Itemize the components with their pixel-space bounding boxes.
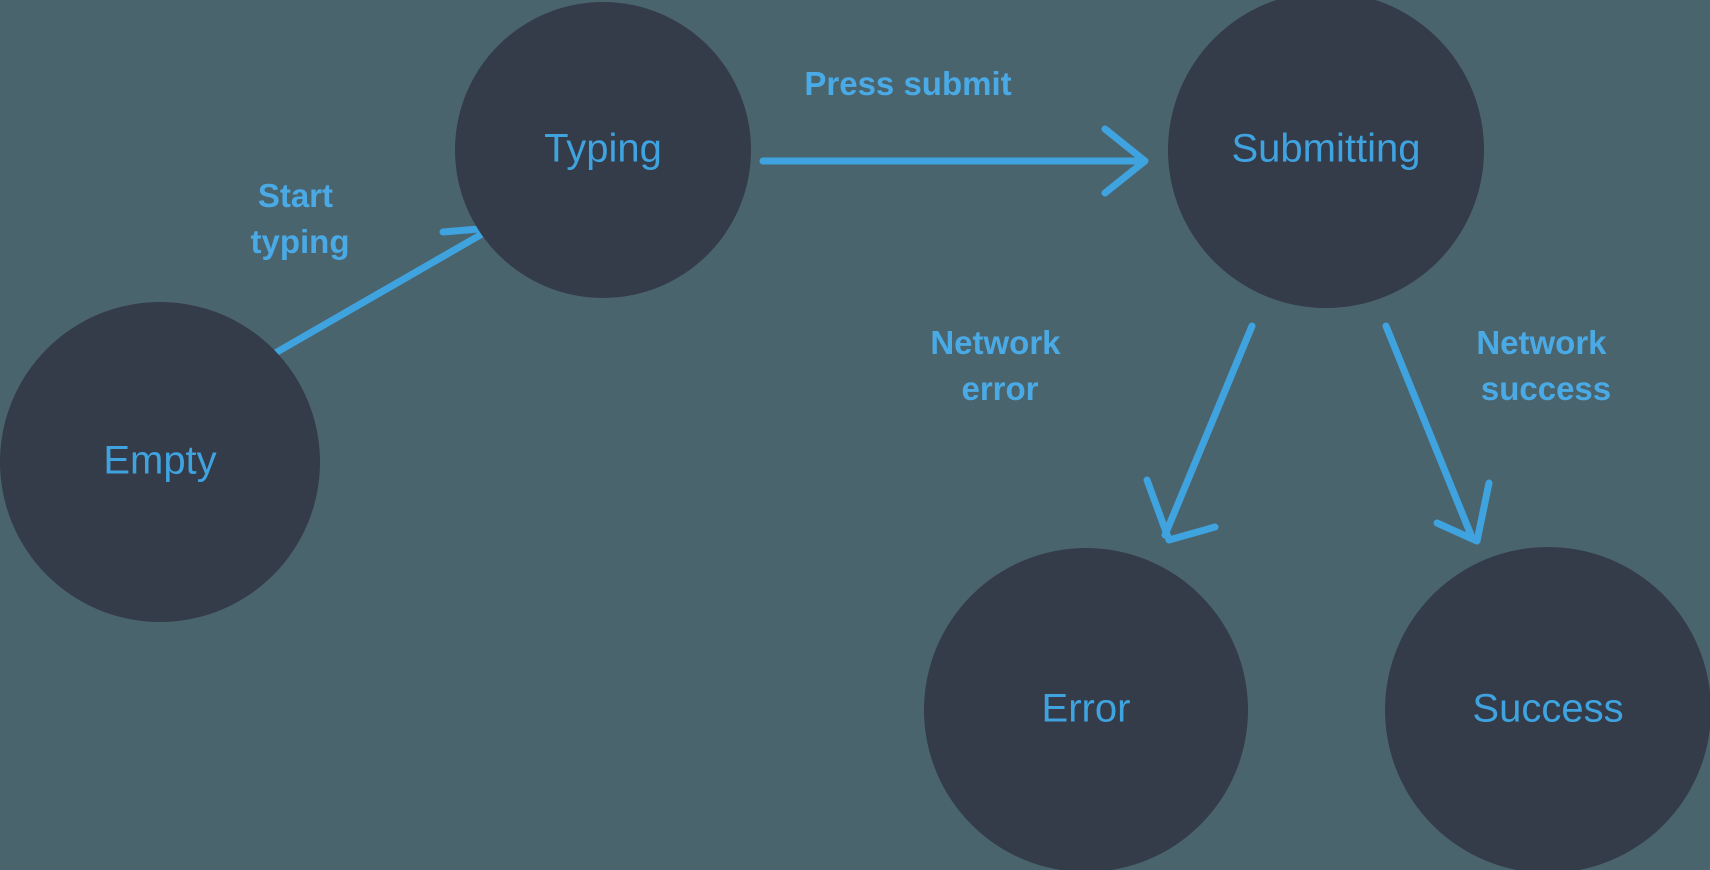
state-node-circle [1385,547,1710,870]
state-node-label: Typing [544,127,662,171]
edge-empty-to-typing[interactable]: Start typing [251,177,495,356]
state-node-circle [924,548,1248,870]
state-node-circle [1168,0,1484,308]
state-node-label: Empty [103,439,216,483]
edge-label-line: Start [258,177,333,214]
edge-label-network-error: Network error [930,324,1069,407]
edge-label-line: success [1481,370,1611,407]
state-node-typing[interactable]: Typing [455,2,751,298]
state-node-label: Error [1042,687,1131,731]
edge-label-press-submit: Press submit [804,65,1011,102]
edge-label-line: Network [930,324,1061,361]
state-node-error[interactable]: Error [924,548,1248,870]
edge-label-line: Press submit [804,65,1011,102]
edge-submitting-to-success[interactable]: Network success [1382,322,1616,545]
state-node-label: Success [1472,687,1623,731]
state-node-success[interactable]: Success [1385,547,1710,870]
arrowhead-icon [1433,479,1493,545]
edge-submitting-to-error[interactable]: Network error [930,322,1256,544]
state-node-circle [455,2,751,298]
edge-line [1161,322,1256,539]
edge-label-start-typing: Start typing [251,177,350,260]
state-node-circle [0,302,320,622]
edge-label-network-success: Network success [1476,324,1615,407]
edge-label-line: typing [251,223,350,260]
edge-line [1382,322,1475,539]
state-node-submitting[interactable]: Submitting [1168,0,1484,308]
edge-label-line: Network [1476,324,1607,361]
edge-label-line: error [961,370,1038,407]
arrowhead-icon [1143,476,1219,544]
arrowhead-icon [1101,125,1149,197]
edge-typing-to-submitting[interactable]: Press submit [759,65,1149,197]
state-node-label: Submitting [1232,127,1421,171]
edge-line [273,226,493,356]
edges-layer: Start typing Press submit Network error [251,65,1616,545]
state-node-empty[interactable]: Empty [0,302,320,622]
